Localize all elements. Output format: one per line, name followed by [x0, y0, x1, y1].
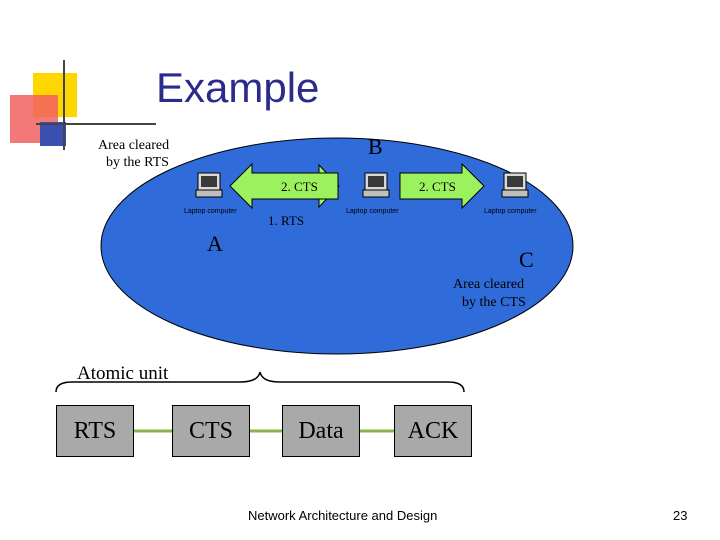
- laptop-icon-b: [362, 172, 390, 198]
- cts-right-label: 2. CTS: [419, 179, 456, 194]
- slide-footer: Network Architecture and Design: [248, 508, 438, 523]
- area-cts-line2: by the CTS: [462, 295, 526, 310]
- laptop-caption-c: Laptop computer: [484, 208, 537, 215]
- sequence-box-data: Data: [282, 405, 360, 457]
- laptop-icon-c: [501, 172, 529, 198]
- atomic-unit-label: Atomic unit: [77, 363, 169, 384]
- coverage-ellipse: [100, 137, 574, 355]
- cts-arrow-right: [399, 162, 485, 210]
- node-label-a: A: [207, 231, 223, 256]
- cts-arrow-left: [229, 162, 339, 210]
- laptop-icon-a: [195, 172, 223, 198]
- area-cts-line1: Area cleared: [453, 277, 525, 292]
- node-label-b: B: [368, 134, 383, 159]
- slide-title: Example: [156, 64, 320, 111]
- sequence-box-ack: ACK: [394, 405, 472, 457]
- cts-left-label: 2. CTS: [281, 179, 318, 194]
- sequence-box-cts: CTS: [172, 405, 250, 457]
- page-number: 23: [673, 508, 688, 523]
- area-rts-line2: by the RTS: [106, 155, 169, 170]
- area-cleared-rts-label: Area cleared by the RTS: [98, 137, 169, 171]
- accent-blue-square: [40, 122, 66, 146]
- area-cleared-cts-label: Area cleared by the CTS: [453, 276, 526, 312]
- atomic-unit-brace: [55, 371, 465, 393]
- sequence-box-rts: RTS: [56, 405, 134, 457]
- area-rts-line1: Area cleared: [98, 138, 170, 153]
- rts-label: 1. RTS: [268, 213, 305, 228]
- node-label-c: C: [519, 247, 534, 272]
- laptop-caption-a: Laptop computer: [184, 208, 237, 215]
- laptop-caption-b: Laptop computer: [346, 208, 399, 215]
